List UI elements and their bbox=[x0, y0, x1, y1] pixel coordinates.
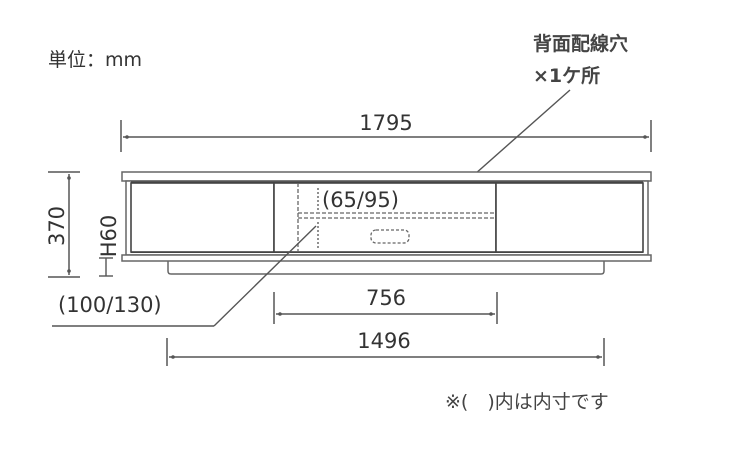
base-plinth bbox=[167, 261, 605, 275]
bottom-plate bbox=[121, 254, 652, 262]
left-drawer-front bbox=[130, 182, 275, 253]
overall-height-value: 370 bbox=[45, 206, 69, 246]
inner-dimension-note: ※( )内は内寸です bbox=[445, 391, 609, 413]
leg-height-dimension: H60 bbox=[97, 215, 121, 277]
overall-height-dimension: 370 bbox=[45, 171, 80, 278]
inner-upper-dimension: (65/95) bbox=[322, 188, 399, 212]
base-width-dimension: 1496 bbox=[166, 329, 605, 366]
inner-lower-dimension: (100/130) bbox=[58, 293, 162, 317]
leg-height-value: H60 bbox=[97, 215, 121, 258]
rear-wiring-hole bbox=[370, 229, 410, 244]
tv-stand-body bbox=[121, 171, 652, 275]
center-opening-width-value: 756 bbox=[366, 286, 406, 310]
overall-width-dimension: 1795 bbox=[120, 111, 652, 152]
right-drawer-front bbox=[495, 182, 644, 253]
callout-line1: 背面配線穴 bbox=[533, 32, 628, 55]
inner-lower-dimension-callout: (100/130) bbox=[52, 225, 317, 327]
callout-line2: ×1ケ所 bbox=[533, 65, 600, 87]
base-width-value: 1496 bbox=[357, 329, 410, 353]
top-plate bbox=[121, 171, 652, 182]
unit-label: 単位：mm bbox=[48, 49, 142, 71]
overall-width-value: 1795 bbox=[359, 111, 412, 135]
center-opening-width-dimension: 756 bbox=[273, 286, 498, 324]
